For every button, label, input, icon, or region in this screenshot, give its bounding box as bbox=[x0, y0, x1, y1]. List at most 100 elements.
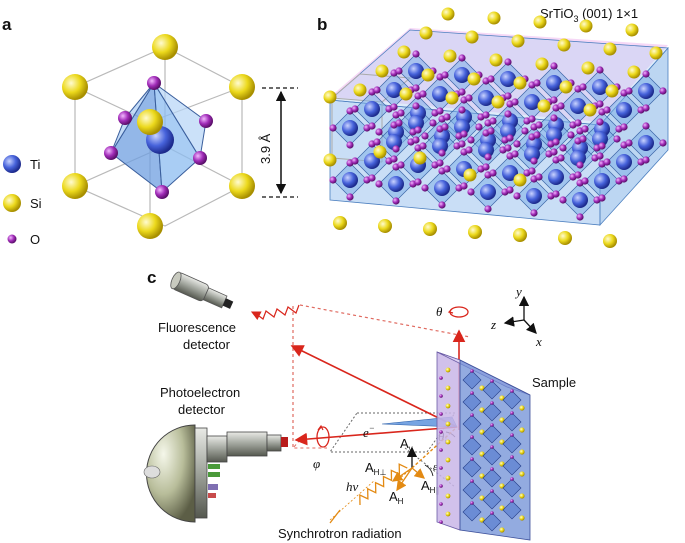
sample-octahedron bbox=[462, 436, 482, 456]
o-atom bbox=[438, 201, 446, 209]
o-atom bbox=[579, 83, 587, 91]
sample-si-atom bbox=[445, 439, 451, 445]
panel-a: a bbox=[2, 15, 298, 247]
si-atom bbox=[399, 87, 413, 101]
o-atom bbox=[414, 178, 422, 186]
sample-octahedron bbox=[462, 414, 482, 434]
si-atom bbox=[441, 7, 455, 21]
ti-atom bbox=[342, 120, 358, 136]
si-atom bbox=[421, 68, 435, 82]
a-hpar-symbol: A bbox=[421, 478, 430, 493]
ti-atom bbox=[500, 123, 516, 139]
o-atom bbox=[458, 54, 466, 62]
sample-o-atom bbox=[439, 448, 443, 452]
a-hperp-sub: H⊥ bbox=[374, 468, 387, 477]
sample-o-atom bbox=[439, 502, 443, 506]
sample-octahedron bbox=[502, 456, 522, 476]
o-atom bbox=[465, 94, 473, 102]
a-hpar-sub: H∥ bbox=[430, 486, 440, 495]
sample-si-atom bbox=[445, 403, 451, 409]
si-atom bbox=[487, 11, 501, 25]
o-atom bbox=[460, 182, 468, 190]
o-atom bbox=[559, 144, 567, 152]
sample-octahedron bbox=[462, 480, 482, 500]
o-atom bbox=[576, 161, 584, 169]
o-atom bbox=[625, 139, 633, 147]
title-rest: (001) 1×1 bbox=[578, 6, 638, 21]
o-atom bbox=[419, 142, 427, 150]
ti-atom bbox=[638, 83, 654, 99]
fluorescence-ray bbox=[290, 345, 458, 428]
sample-o-atom bbox=[490, 379, 494, 383]
o-atom bbox=[550, 62, 558, 70]
o-atom bbox=[329, 176, 337, 184]
si-atom bbox=[375, 64, 389, 78]
o-atom bbox=[438, 149, 446, 157]
o-atom bbox=[375, 128, 383, 136]
o-atom bbox=[487, 75, 495, 83]
o-atom bbox=[460, 130, 468, 138]
o-atom bbox=[458, 88, 466, 96]
o-atom bbox=[552, 138, 560, 146]
o-atom bbox=[659, 87, 667, 95]
si-atom bbox=[513, 173, 527, 187]
sample-o-atom bbox=[439, 376, 443, 380]
panel-b: b SrTiO3 (001) 1×1 bbox=[317, 6, 669, 248]
o-atom bbox=[557, 154, 565, 162]
o-atom bbox=[412, 102, 420, 110]
o-atom bbox=[581, 177, 589, 185]
sample-si-atom bbox=[445, 421, 451, 427]
si-corner-atoms bbox=[62, 34, 255, 239]
legend-ti-label: Ti bbox=[30, 157, 40, 172]
ti-atom bbox=[524, 94, 540, 110]
o-atom bbox=[550, 96, 558, 104]
atom-legend: Ti Si O bbox=[3, 155, 42, 247]
si-atom bbox=[443, 49, 457, 63]
tio6-octahedron bbox=[110, 81, 207, 194]
si-atom bbox=[627, 65, 641, 79]
epsilon-label: ε bbox=[433, 461, 438, 473]
si-atom bbox=[649, 46, 663, 60]
o-atom bbox=[550, 114, 558, 122]
synchrotron-label: Synchrotron radiation bbox=[278, 526, 402, 541]
sample-octahedron bbox=[482, 468, 502, 488]
si-atom bbox=[397, 45, 411, 59]
si-atom bbox=[419, 26, 433, 40]
sample-o-atom bbox=[470, 457, 474, 461]
si-atom bbox=[491, 95, 505, 109]
sample-o-atom bbox=[439, 466, 443, 470]
sample-o-atom bbox=[510, 433, 514, 437]
sample-o-atom bbox=[490, 467, 494, 471]
ti-atom bbox=[388, 176, 404, 192]
si-atom bbox=[378, 219, 392, 233]
o-atom bbox=[487, 127, 495, 135]
o-atom bbox=[550, 148, 558, 156]
sample-octahedron bbox=[482, 512, 502, 532]
o-atom bbox=[412, 136, 420, 144]
si-atom bbox=[468, 225, 482, 239]
si-atom bbox=[323, 153, 337, 167]
ti-atom bbox=[638, 135, 654, 151]
sample-si-atom bbox=[519, 493, 525, 499]
legend-ti-swatch bbox=[3, 155, 21, 173]
si-atom bbox=[583, 103, 597, 117]
ti-atom bbox=[386, 134, 402, 150]
ti-atom bbox=[570, 98, 586, 114]
legend-si-label: Si bbox=[30, 196, 42, 211]
si-atom bbox=[353, 83, 367, 97]
hv-label: hν bbox=[346, 479, 359, 494]
o-atom bbox=[412, 50, 420, 58]
ti-atom bbox=[500, 71, 516, 87]
theta-label: θ bbox=[436, 304, 443, 319]
electron-charge: − bbox=[369, 423, 375, 433]
o-atom bbox=[441, 123, 449, 131]
o-atom bbox=[375, 180, 383, 188]
sample-si-atom bbox=[445, 511, 451, 517]
o-atom bbox=[642, 156, 650, 164]
slab-si-atoms bbox=[323, 7, 663, 248]
si-atom bbox=[537, 99, 551, 113]
o-atom bbox=[567, 131, 575, 139]
axis-z-label: z bbox=[490, 317, 496, 332]
legend-o-swatch bbox=[7, 234, 17, 244]
